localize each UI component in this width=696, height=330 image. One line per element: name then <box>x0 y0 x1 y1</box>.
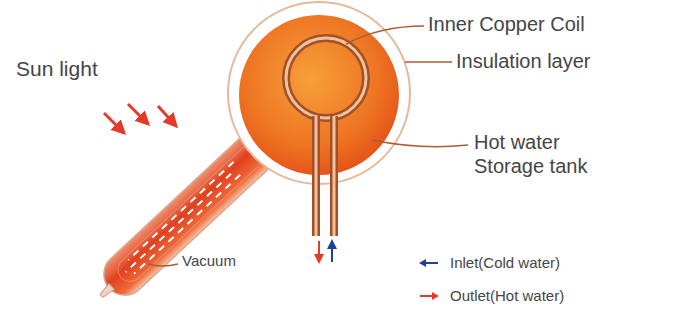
legend-text: Inlet(Cold water) <box>450 254 560 272</box>
part-label: Vacuum <box>182 252 236 270</box>
sun-rays <box>104 104 176 133</box>
part-label: Insulation layer <box>456 49 591 73</box>
legend-text: Outlet(Hot water) <box>450 287 564 305</box>
legend-arrow-sample <box>416 256 442 270</box>
leader-lines <box>148 26 468 266</box>
vacuum-tube <box>86 133 274 312</box>
inlet-arrow <box>331 241 333 262</box>
legend-row: Outlet(Hot water) <box>416 287 564 305</box>
copper-coil <box>286 38 366 236</box>
legend-arrow-sample <box>416 289 442 303</box>
sunlight-label: Sun light <box>16 56 98 81</box>
part-label: Hot water Storage tank <box>474 130 614 178</box>
outlet-arrow <box>318 241 320 262</box>
part-label: Inner Copper Coil <box>428 12 585 36</box>
legend-row: Inlet(Cold water) <box>416 254 560 272</box>
